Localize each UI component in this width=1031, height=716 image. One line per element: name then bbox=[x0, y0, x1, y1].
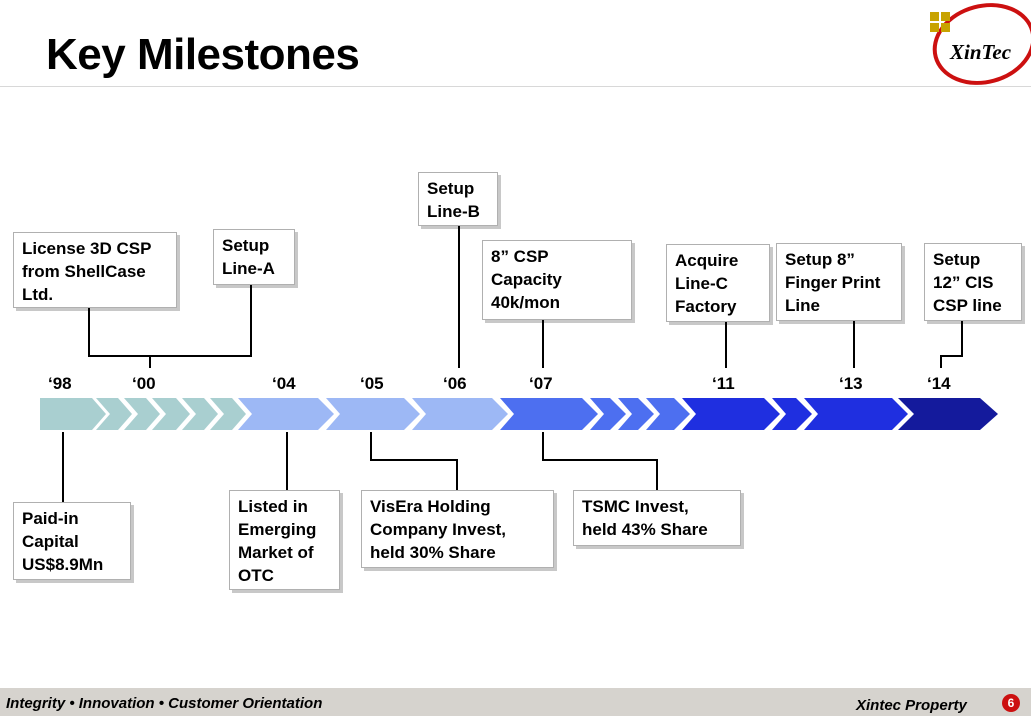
milestone-license-3d-csp: License 3D CSP from ShellCase Ltd. bbox=[13, 232, 177, 308]
logo-text: XinTec bbox=[950, 40, 1012, 64]
page-number-badge: 6 bbox=[1002, 694, 1020, 712]
year-label: ‘07 bbox=[529, 374, 553, 393]
chevron-arrow-icon bbox=[590, 398, 626, 430]
connector bbox=[940, 355, 963, 357]
chevron-arrow-icon bbox=[500, 398, 598, 430]
milestone-csp-capacity: 8” CSP Capacity 40k/mon bbox=[482, 240, 632, 320]
connector bbox=[149, 355, 151, 368]
connector bbox=[961, 321, 963, 357]
chevron-arrow-icon bbox=[898, 398, 998, 430]
connector bbox=[940, 355, 942, 368]
logo-mark-icon bbox=[930, 3, 1031, 85]
milestone-listed-otc: Listed in Emerging Market of OTC bbox=[229, 490, 340, 590]
chevron-arrow-icon bbox=[682, 398, 780, 430]
year-label: ‘00 bbox=[132, 374, 156, 393]
year-label: ‘13 bbox=[839, 374, 863, 393]
chevron-arrow-icon bbox=[124, 398, 160, 430]
footer-property: Xintec Property bbox=[856, 697, 967, 714]
chevron-arrow-icon bbox=[772, 398, 812, 430]
connector bbox=[458, 226, 460, 368]
connector bbox=[853, 321, 855, 368]
milestone-visera-invest: VisEra Holding Company Invest, held 30% … bbox=[361, 490, 554, 568]
connector bbox=[542, 459, 658, 461]
chevron-arrow-icon bbox=[210, 398, 246, 430]
connector bbox=[250, 285, 252, 357]
connector bbox=[370, 459, 458, 461]
connector bbox=[88, 308, 90, 357]
page-title: Key Milestones bbox=[46, 30, 360, 79]
footer-bar bbox=[0, 688, 1031, 716]
footer-motto: Integrity • Innovation • Customer Orient… bbox=[6, 695, 323, 712]
milestone-12in-cis-csp-line: Setup 12” CIS CSP line bbox=[924, 243, 1022, 321]
milestone-finger-print-line: Setup 8” Finger Print Line bbox=[776, 243, 902, 321]
year-label: ‘14 bbox=[927, 374, 951, 393]
milestone-paid-in-capital: Paid-in Capital US$8.9Mn bbox=[13, 502, 131, 580]
chevron-arrow-icon bbox=[182, 398, 218, 430]
xintec-logo bbox=[920, 2, 1031, 86]
connector bbox=[542, 432, 544, 461]
connector bbox=[656, 459, 658, 490]
year-label: ‘98 bbox=[48, 374, 72, 393]
timeline-arrow-bar bbox=[40, 398, 998, 430]
chevron-arrow-icon bbox=[326, 398, 420, 430]
chevron-arrow-icon bbox=[96, 398, 132, 430]
year-label: ‘05 bbox=[360, 374, 384, 393]
connector bbox=[62, 432, 64, 502]
connector bbox=[88, 355, 252, 357]
chevron-arrow-icon bbox=[646, 398, 690, 430]
year-label: ‘06 bbox=[443, 374, 467, 393]
year-label: ‘04 bbox=[272, 374, 296, 393]
milestone-setup-line-b: Setup Line-B bbox=[418, 172, 498, 226]
connector bbox=[542, 320, 544, 368]
chevron-arrow-icon bbox=[238, 398, 334, 430]
chevron-arrow-icon bbox=[412, 398, 508, 430]
chevron-arrow-icon bbox=[618, 398, 654, 430]
chevron-arrow-icon bbox=[804, 398, 908, 430]
chevron-arrow-icon bbox=[152, 398, 190, 430]
title-divider bbox=[0, 86, 1031, 87]
connector bbox=[725, 322, 727, 368]
connector bbox=[456, 459, 458, 490]
milestone-setup-line-a: Setup Line-A bbox=[213, 229, 295, 285]
milestone-acquire-line-c: Acquire Line-C Factory bbox=[666, 244, 770, 322]
milestone-tsmc-invest: TSMC Invest, held 43% Share bbox=[573, 490, 741, 546]
connector bbox=[370, 432, 372, 461]
year-label: ‘11 bbox=[712, 374, 735, 393]
chevron-arrow-icon bbox=[40, 398, 106, 430]
connector bbox=[286, 432, 288, 490]
